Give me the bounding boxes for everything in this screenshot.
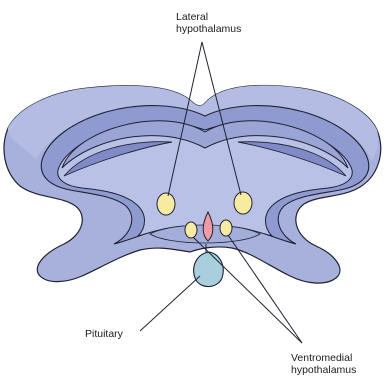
label-ventromedial-hypothalamus: Ventromedial hypothalamus (291, 352, 356, 376)
label-lateral-line1: Lateral (176, 11, 241, 23)
left-lateral-hypothalamus-nucleus (157, 193, 175, 215)
label-lateral-hypothalamus: Lateral hypothalamus (176, 11, 241, 35)
label-pituitary: Pituitary (85, 328, 123, 340)
label-ventromedial-line2: hypothalamus (291, 364, 356, 376)
label-lateral-line2: hypothalamus (176, 23, 241, 35)
right-lateral-hypothalamus-nucleus (234, 192, 252, 214)
pituitary-gland (194, 252, 224, 287)
leader-pituitary (140, 276, 200, 331)
label-ventromedial-line1: Ventromedial (291, 352, 356, 364)
left-ventromedial-nucleus (185, 222, 197, 238)
right-ventromedial-nucleus (220, 220, 232, 236)
